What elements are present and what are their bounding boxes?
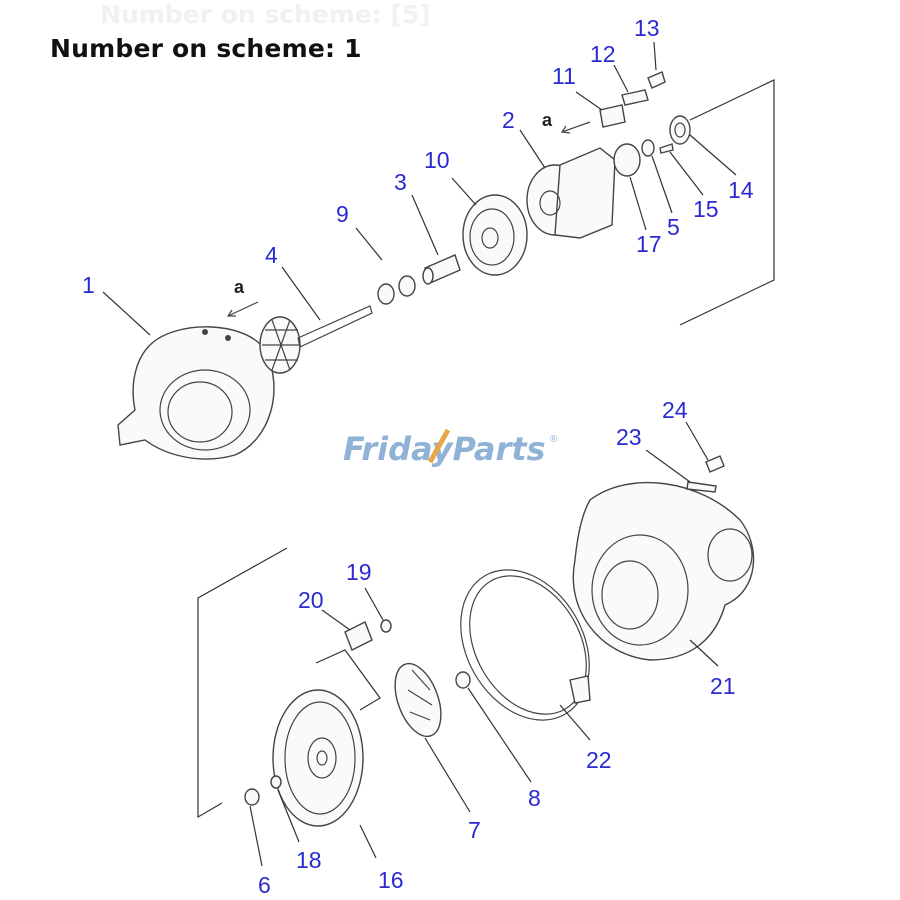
part-24-bolt[interactable] bbox=[705, 455, 725, 473]
callout-2[interactable]: 2 bbox=[502, 107, 515, 133]
part-11-plate[interactable] bbox=[599, 104, 626, 128]
assembly-bracket-upper bbox=[679, 79, 775, 326]
part-20-cover[interactable] bbox=[344, 621, 373, 651]
callout-7[interactable]: 7 bbox=[468, 817, 481, 843]
callout-18[interactable]: 18 bbox=[296, 847, 322, 873]
callout-5[interactable]: 5 bbox=[667, 214, 680, 240]
callout-9[interactable]: 9 bbox=[336, 201, 349, 227]
part-6-nut[interactable] bbox=[244, 788, 260, 806]
watermark-accent-stroke bbox=[427, 428, 451, 464]
callout-12[interactable]: 12 bbox=[590, 41, 616, 67]
callout-11[interactable]: 11 bbox=[552, 63, 576, 89]
part-4-shaft-wheel[interactable] bbox=[259, 305, 373, 374]
part-22-v-band-clamp[interactable] bbox=[435, 547, 615, 744]
callout-20[interactable]: 20 bbox=[298, 587, 324, 613]
part-16-back-plate[interactable] bbox=[272, 689, 364, 827]
callout-6[interactable]: 6 bbox=[258, 872, 271, 898]
part-23-pin[interactable] bbox=[686, 481, 717, 493]
callout-23[interactable]: 23 bbox=[616, 424, 642, 450]
part-21-compressor-housing[interactable] bbox=[572, 481, 755, 661]
assembly-bracket-lower bbox=[197, 547, 288, 819]
view-arrow-a-1 bbox=[226, 301, 259, 317]
part-15-pin[interactable] bbox=[659, 143, 674, 154]
part-14-lock-nut[interactable] bbox=[669, 115, 691, 145]
callout-17[interactable]: 17 bbox=[636, 231, 662, 257]
part-7-compressor-wheel[interactable] bbox=[386, 657, 450, 742]
part-2-bearing-housing[interactable] bbox=[526, 147, 616, 239]
callout-4[interactable]: 4 bbox=[265, 242, 278, 268]
view-letter-a-2: a bbox=[542, 110, 553, 130]
callout-14[interactable]: 14 bbox=[728, 177, 754, 203]
callout-22[interactable]: 22 bbox=[586, 747, 612, 773]
callout-19[interactable]: 19 bbox=[346, 559, 372, 585]
callout-13[interactable]: 13 bbox=[634, 15, 660, 41]
ghost-scheme-title: Number on scheme: [5] bbox=[100, 0, 431, 29]
callout-3[interactable]: 3 bbox=[394, 169, 407, 195]
callout-21[interactable]: 21 bbox=[710, 673, 736, 699]
callout-numbers: 1 2 3 4 5 6 7 8 9 10 11 12 13 14 15 16 1… bbox=[82, 15, 754, 898]
callout-8[interactable]: 8 bbox=[528, 785, 541, 811]
callout-1[interactable]: 1 bbox=[82, 272, 95, 298]
part-5-washer[interactable] bbox=[641, 139, 655, 157]
watermark-registered-mark: ® bbox=[550, 434, 558, 445]
watermark-part2: Parts bbox=[452, 430, 545, 468]
scheme-number-title: Number on scheme: 1 bbox=[50, 34, 362, 63]
part-18-washer[interactable] bbox=[270, 775, 282, 789]
view-arrow-a-2 bbox=[560, 121, 591, 134]
callout-16[interactable]: 16 bbox=[378, 867, 404, 893]
part-12-clip[interactable] bbox=[621, 89, 649, 106]
part-19-bolt[interactable] bbox=[380, 619, 392, 633]
part-3-sleeve[interactable] bbox=[422, 254, 461, 285]
watermark-logo: FridayParts ® bbox=[343, 428, 558, 468]
part-8-nut[interactable] bbox=[455, 671, 471, 689]
view-letter-a-1: a bbox=[234, 277, 245, 297]
part-1-turbine-housing[interactable] bbox=[117, 326, 275, 460]
callout-15[interactable]: 15 bbox=[693, 196, 719, 222]
part-9-washers[interactable] bbox=[377, 275, 416, 305]
part-10-seal-plate[interactable] bbox=[462, 194, 528, 276]
leader-lines bbox=[102, 41, 737, 867]
assembly-bracket-link bbox=[315, 649, 381, 711]
part-17-o-ring[interactable] bbox=[613, 143, 641, 177]
part-13-bolt[interactable] bbox=[647, 71, 666, 89]
callout-24[interactable]: 24 bbox=[662, 397, 688, 423]
callout-10[interactable]: 10 bbox=[424, 147, 450, 173]
